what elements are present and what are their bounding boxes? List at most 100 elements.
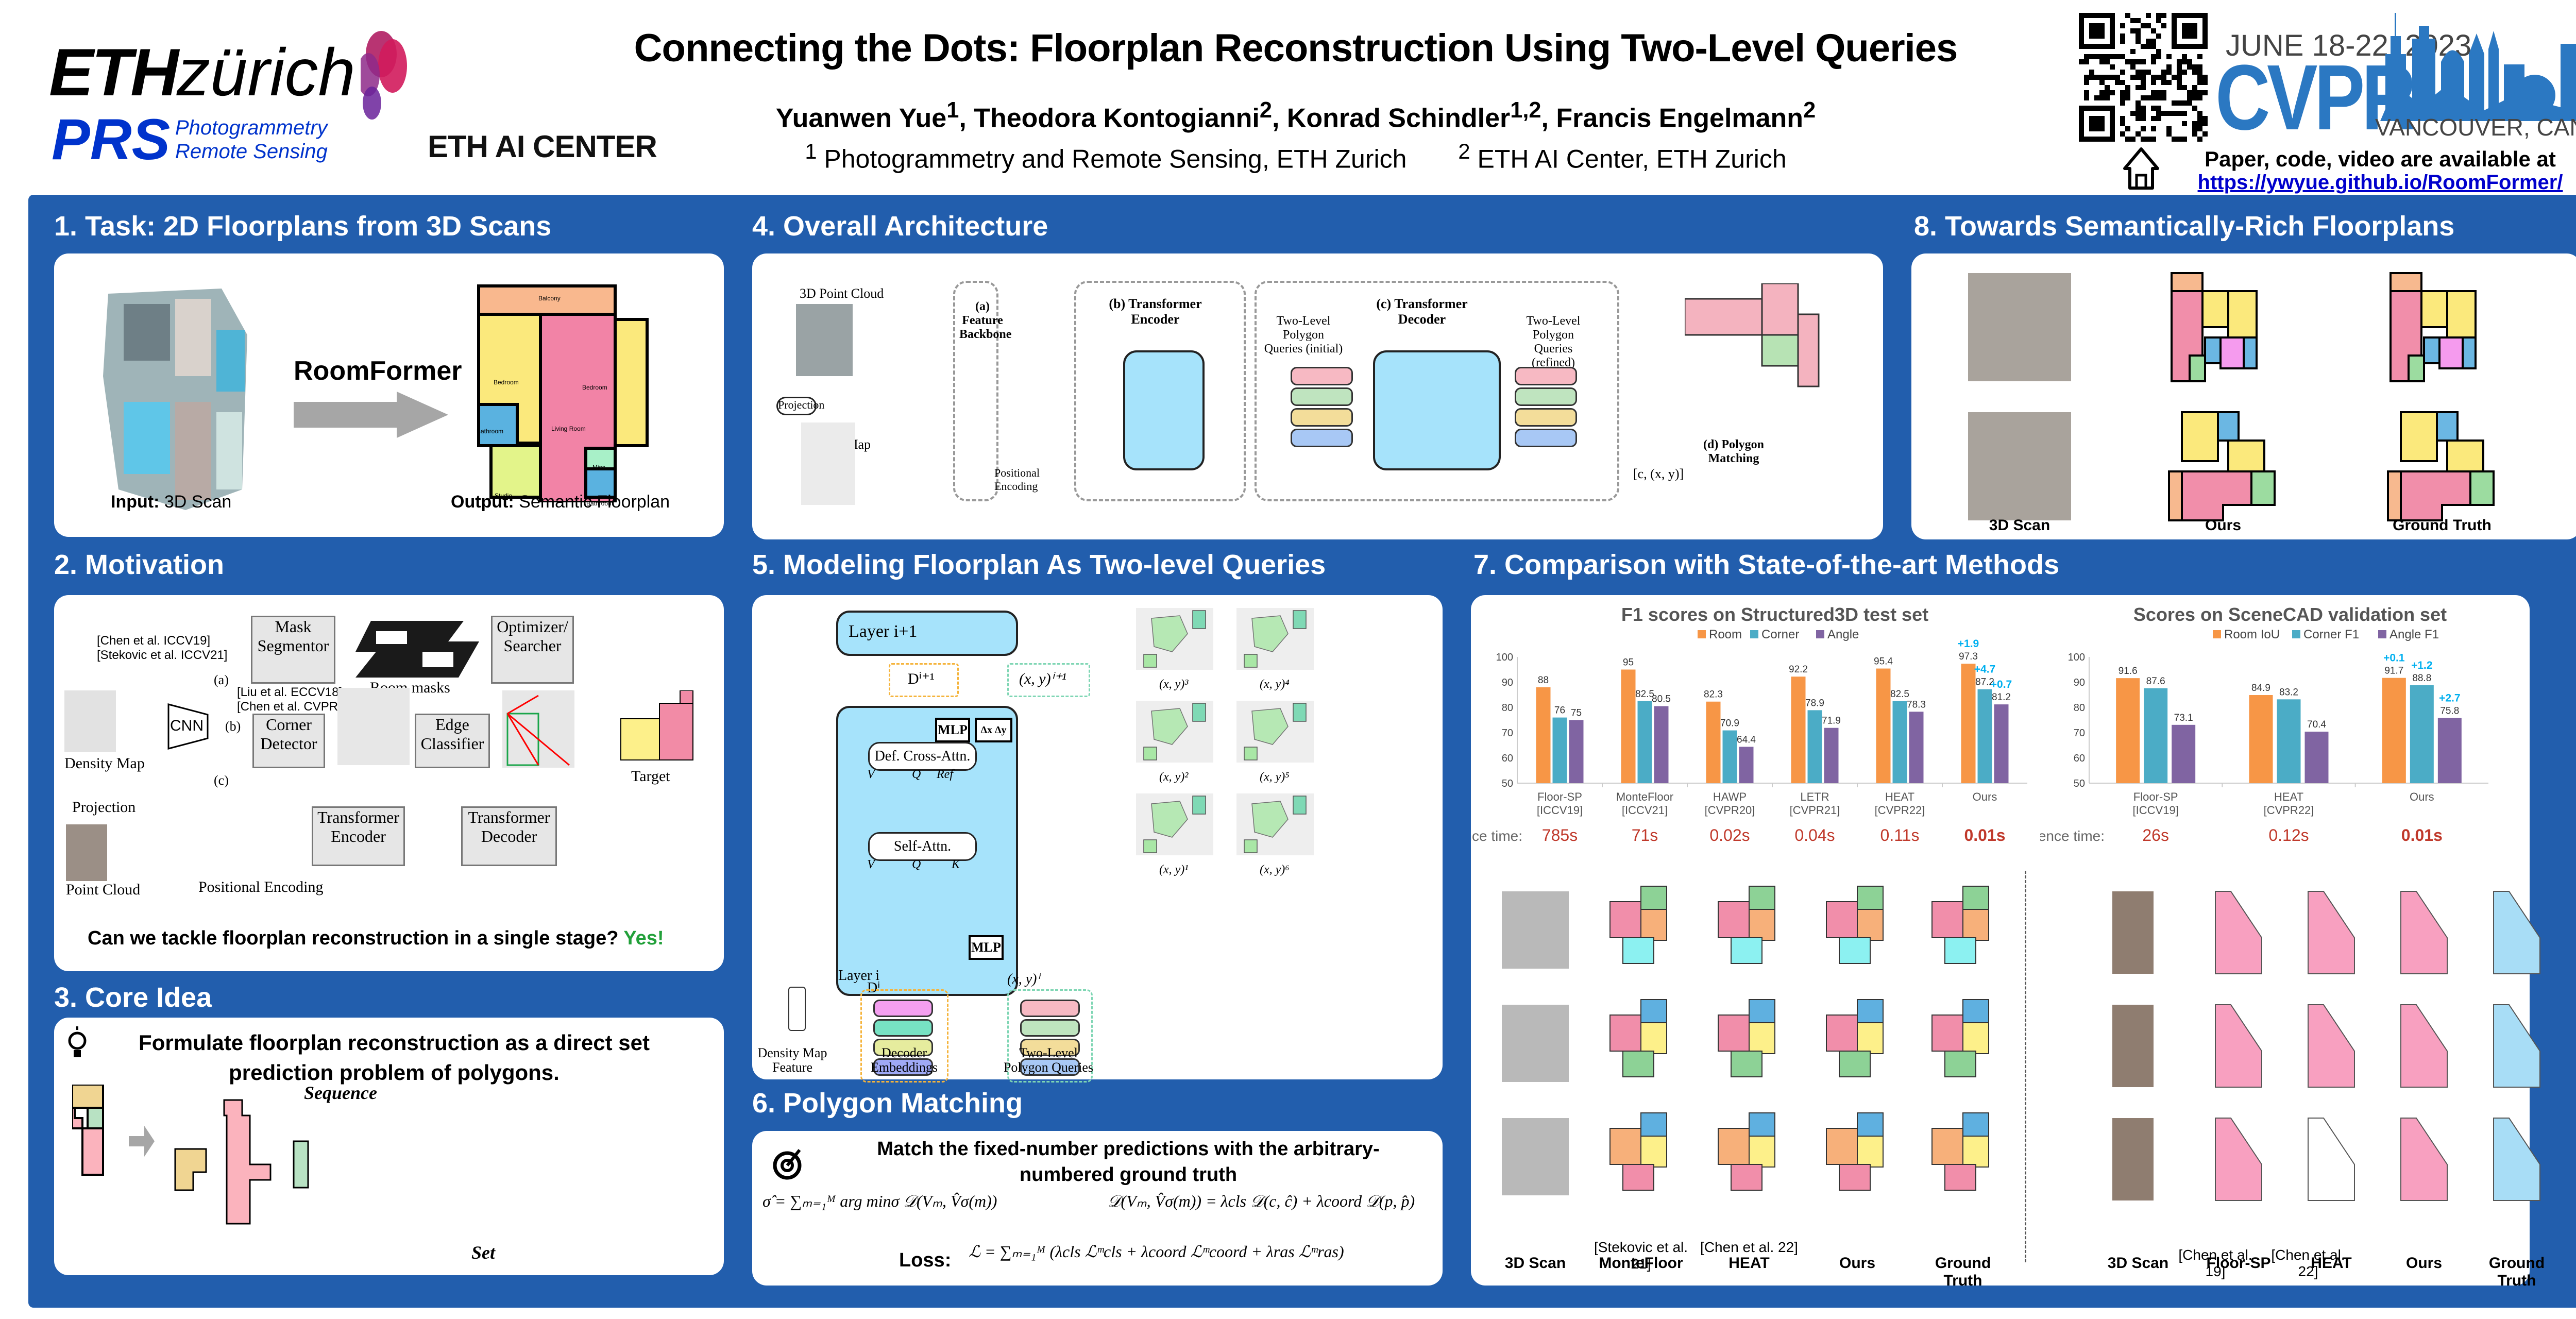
x-tick-label: Floor-SP <box>2133 790 2178 803</box>
legend-label: Corner <box>1761 628 1799 641</box>
projection-label: Projection <box>72 799 136 816</box>
gain-label: +1.9 <box>1958 638 1979 650</box>
positional-encoding-label: Positional Encoding <box>198 878 324 895</box>
gain-label: +0.1 <box>2383 652 2405 664</box>
section-title-comparison: 7. Comparison with State-of-the-art Meth… <box>1473 549 2060 580</box>
matching-card <box>752 1131 1443 1286</box>
eth-zurich-logo: ETHzürich <box>49 39 355 106</box>
bar-room-iou <box>2382 678 2406 783</box>
floorplan-result <box>2308 1118 2355 1201</box>
bar-corner <box>1552 717 1567 783</box>
semantic-floorplan <box>2168 411 2276 521</box>
floorplan-result <box>2400 891 2448 974</box>
optimizer-label: Optimizer/ Searcher <box>497 617 568 655</box>
comparison-column-label: Ground Truth <box>1935 1255 1991 1289</box>
d-i-label: Dⁱ <box>867 980 880 996</box>
layer-i-label: Layer i <box>838 968 880 984</box>
floorplan-result <box>2493 1118 2540 1201</box>
legend-swatch <box>2292 630 2300 638</box>
refs-b: [Liu et al. ECCV18][Chen et al. CVPR22] <box>237 685 355 714</box>
legend-swatch <box>1698 630 1706 638</box>
point-cloud-label: Point Cloud <box>66 881 141 898</box>
edge-classification-image <box>502 690 574 768</box>
eth-ai-center-logo-icon <box>361 31 407 120</box>
polygon-query-row <box>1020 1019 1080 1037</box>
decoder-embedding-row <box>873 1000 933 1017</box>
decoder-embeddings-label: Decoder Embeddings <box>871 1045 938 1075</box>
bar-angle <box>1994 704 2009 783</box>
density-map-label: Density Map <box>64 755 145 772</box>
inference-time-value: 785s <box>1542 826 1578 844</box>
author-affiliation-sup: 1 <box>946 98 959 123</box>
floorplan-result <box>1718 1112 1775 1191</box>
legend-label: Room <box>1709 628 1742 641</box>
comparison-column-label: Ours <box>1839 1255 1876 1272</box>
y-tick-label: 80 <box>2074 702 2085 714</box>
gain-label: +0.7 <box>1991 679 2012 690</box>
legend-swatch <box>1816 630 1824 638</box>
affiliation-sup: 1 <box>805 139 817 163</box>
arch-matching-label: (d) Polygon Matching <box>1703 438 1764 465</box>
affiliation-text: ETH AI Center, ETH Zurich <box>1470 144 1787 174</box>
comparison-column-label: 3D Scan <box>1504 1255 1566 1272</box>
x-tick-label-venue: [CVPR20] <box>1705 804 1755 817</box>
room-label: Bathroom <box>477 428 504 435</box>
target-icon <box>773 1149 802 1180</box>
bar-value-label: 87.2 <box>1975 677 1994 688</box>
bar-room-iou <box>2116 678 2140 783</box>
qr-code-icon[interactable] <box>2079 13 2208 142</box>
floorplan-result <box>1826 1112 1884 1191</box>
room-label: Living Room <box>551 425 586 432</box>
q-label-top: Q <box>912 768 921 781</box>
y-tick-label: 50 <box>2074 778 2085 789</box>
bar-value-label: 76 <box>1554 705 1565 716</box>
ref-chen-iccv19: [Chen et al. ICCV19] <box>97 634 211 648</box>
v-label-top: V <box>867 768 875 781</box>
bar-value-label: 78.9 <box>1805 698 1824 708</box>
arch-projection-label: Projection <box>778 398 825 411</box>
bar-value-label: 84.9 <box>2251 683 2270 694</box>
arch-refined-query-row <box>1515 429 1577 447</box>
iteration-label: (x, y)⁵ <box>1260 770 1290 784</box>
point-cloud-image <box>66 824 107 881</box>
x-tick-label: MonteFloor <box>1616 790 1673 803</box>
author-affiliation-sup: 2 <box>1259 98 1272 123</box>
project-page-link[interactable]: https://ywyue.github.io/RoomFormer/ <box>2197 171 2563 194</box>
gain-label: +2.7 <box>2439 692 2460 704</box>
semantic-floorplan <box>2387 411 2495 521</box>
home-icon[interactable] <box>2123 147 2160 191</box>
comparison-column-label: MonteFloor <box>1599 1255 1683 1272</box>
iteration-floorplan <box>1136 608 1213 670</box>
comparison-column-label: Floor-SP <box>2206 1255 2271 1272</box>
floorplan-result <box>1931 999 1989 1077</box>
bar-value-label: 70.9 <box>1720 718 1739 729</box>
scan-thumbnail <box>1502 891 1569 969</box>
x-tick-label-venue: [CVPR21] <box>1790 804 1840 817</box>
prs-line2: Remote Sensing <box>175 140 328 163</box>
comparison-column-label: 3D Scan <box>2107 1255 2169 1272</box>
chart-title: Scores on SceneCAD validation set <box>2133 604 2447 625</box>
floorplan-result <box>2308 1004 2355 1088</box>
comparison-column-label: HEAT <box>1728 1255 1770 1272</box>
loss-equation: ℒ = ∑ₘ₌₁ᴹ (λcls ℒᵐcls + λcoord ℒᵐcoord +… <box>969 1242 1344 1261</box>
xy-next-label: (x, y)ⁱ⁺¹ <box>1019 670 1066 687</box>
prs-line1: Photogrammetry <box>175 116 328 139</box>
arch-encoder-label: (b) Transformer Encoder <box>1109 296 1202 327</box>
xy-next-box: (x, y)ⁱ⁺¹ <box>1007 663 1090 697</box>
target-floorplan-image <box>620 690 693 760</box>
floorplan-result <box>2493 1004 2540 1088</box>
bar-value-label: 91.6 <box>2119 666 2138 677</box>
floorplan-result <box>1609 886 1667 964</box>
floorplan-result <box>1609 999 1667 1077</box>
bar-value-label: 75 <box>1571 708 1582 719</box>
x-tick-label: HEAT <box>1885 790 1914 803</box>
semantic-column-label: Ours <box>2205 517 2242 534</box>
floorplan-result <box>1718 999 1775 1077</box>
affiliation-sup: 2 <box>1458 139 1470 163</box>
citation-label: [Chen et al. 22] <box>2271 1247 2345 1279</box>
bar-angle <box>1739 747 1754 783</box>
arch-density-image <box>801 422 855 505</box>
question-text: Can we tackle floorplan reconstruction i… <box>88 927 619 949</box>
section-title-architecture: 4. Overall Architecture <box>752 211 1048 242</box>
cnn-label: CNN <box>170 717 204 734</box>
